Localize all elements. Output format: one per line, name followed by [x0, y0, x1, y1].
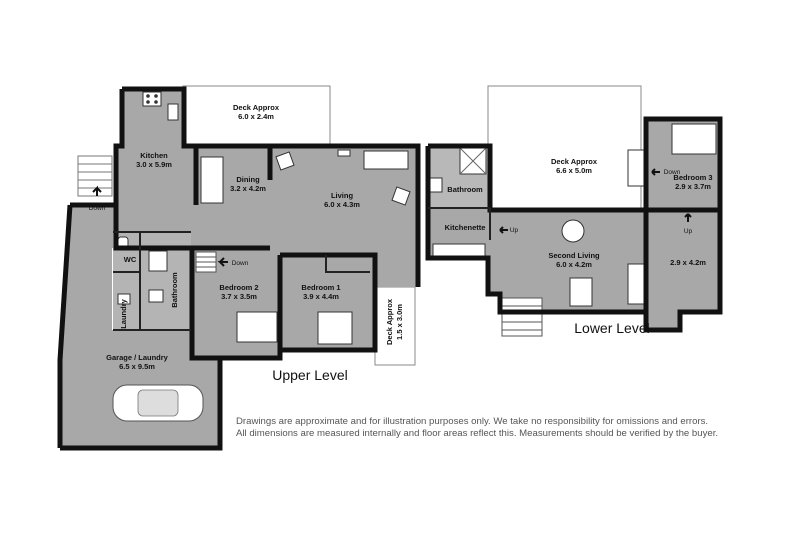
bed-bedroom2 [236, 311, 278, 343]
kitchen-size: 3.0 x 5.9m [136, 160, 172, 169]
kitchenette-bench [432, 243, 486, 257]
laundry-label: Laundry [119, 298, 128, 328]
deck-side-label: Deck Approx [385, 298, 394, 345]
bedroom1-size: 3.9 x 4.4m [303, 292, 339, 301]
car-icon [112, 384, 204, 422]
upper-internal-walls [113, 231, 370, 331]
upper-walls [57, 86, 421, 451]
laundry-tub-fixture [117, 293, 131, 305]
disclaimer-line-1: Drawings are approximate and for illustr… [236, 416, 709, 427]
lower-internal-walls [428, 207, 491, 240]
bathroom-upper-label: Bathroom [170, 272, 179, 308]
second-living-size: 6.0 x 4.2m [556, 260, 592, 269]
lower-walls [425, 116, 723, 333]
deck-side [374, 286, 416, 366]
dining-table [200, 156, 224, 204]
vanity-lower [429, 177, 443, 193]
stove-fixture [142, 91, 162, 107]
deck-chair [627, 149, 647, 187]
arrow-up-icon [92, 185, 102, 196]
lower-stairs [501, 297, 543, 337]
deck-lower [487, 85, 642, 209]
stair-annotations: Down Down Up Down Up [89, 168, 693, 267]
shower-fixture [148, 250, 168, 272]
room-lower-size: 2.9 x 4.2m [670, 258, 706, 267]
lower-level-plan [425, 85, 723, 337]
stairs-up-label-bedroom: Up [684, 228, 693, 235]
dining-size: 3.2 x 4.2m [230, 184, 266, 193]
bedroom2-label: Bedroom 2 [219, 283, 258, 292]
deck-side-size: 1.5 x 3.0m [395, 304, 404, 340]
stairs-down-label-internal: Down [232, 260, 249, 267]
sink-fixture [167, 103, 179, 121]
main-room-area [116, 146, 418, 358]
bedroom1-label: Bedroom 1 [301, 283, 340, 292]
entry-stairs [77, 155, 113, 197]
disclaimer-line-2: All dimensions are measured internally a… [236, 428, 719, 439]
internal-stairs [195, 251, 217, 273]
bedroom3-size: 2.9 x 3.7m [675, 182, 711, 191]
living-size: 6.0 x 4.3m [324, 200, 360, 209]
room-labels: Kitchen 3.0 x 5.9m Deck Approx 6.0 x 2.4… [106, 103, 712, 371]
deck-upper [182, 85, 331, 145]
stairs-down-label-lower: Down [664, 169, 681, 176]
bedroom3-label: Bedroom 3 [673, 173, 712, 182]
armchair [275, 151, 295, 171]
tv-unit [337, 149, 351, 157]
lower-sofa-2 [627, 263, 645, 305]
upper-level-plan [57, 85, 421, 451]
upper-level-title: Upper Level [272, 367, 348, 383]
living-label: Living [331, 191, 354, 200]
living-sofa [363, 150, 409, 170]
deck-lower-label: Deck Approx [551, 157, 598, 166]
kitchen-label: Kitchen [140, 151, 168, 160]
dining-label: Dining [236, 175, 260, 184]
deck-upper-size: 6.0 x 2.4m [238, 112, 274, 121]
bed-bedroom3 [671, 123, 717, 155]
bathroom-lower-label: Bathroom [447, 185, 483, 194]
wc-label: WC [124, 255, 137, 264]
garage-size: 6.5 x 9.5m [119, 362, 155, 371]
stairs-up-label-lower: Up [510, 227, 519, 234]
deck-upper-label: Deck Approx [233, 103, 280, 112]
round-table [561, 219, 585, 243]
lower-level-title: Lower Level [574, 320, 650, 336]
stairs-down-label-entry: Down [89, 205, 106, 212]
armchair-2 [391, 186, 411, 206]
bed-bedroom1 [317, 311, 353, 345]
second-living-label: Second Living [548, 251, 600, 260]
kitchenette-label: Kitchenette [445, 223, 486, 232]
bedroom2-size: 3.7 x 3.5m [221, 292, 257, 301]
lower-sofa [569, 277, 593, 307]
vanity-fixture [148, 289, 164, 303]
arrow-right-icon [217, 257, 228, 267]
deck-lower-size: 6.6 x 5.0m [556, 166, 592, 175]
garage-label: Garage / Laundry [106, 353, 169, 362]
